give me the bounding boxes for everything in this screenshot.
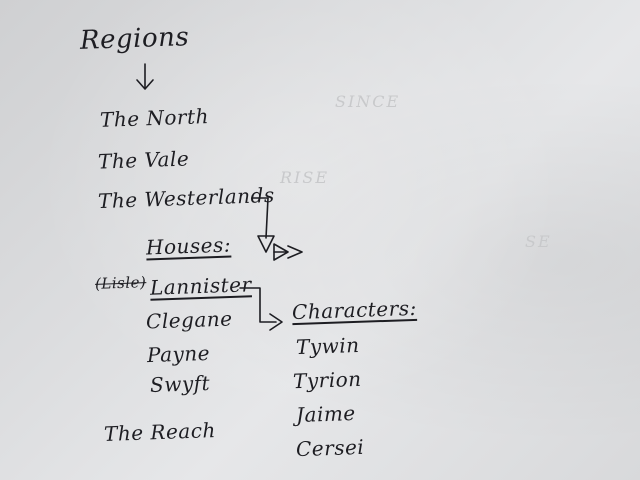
lannister-to-characters-arrow-icon — [239, 287, 283, 331]
westerlands-to-houses-arrow-icon — [251, 197, 303, 261]
down-arrow-icon — [136, 63, 154, 90]
bleed-through-text: RISE — [280, 168, 330, 187]
bleed-through-text: SE — [525, 232, 552, 251]
bleed-through-text: SINCE — [335, 92, 401, 111]
